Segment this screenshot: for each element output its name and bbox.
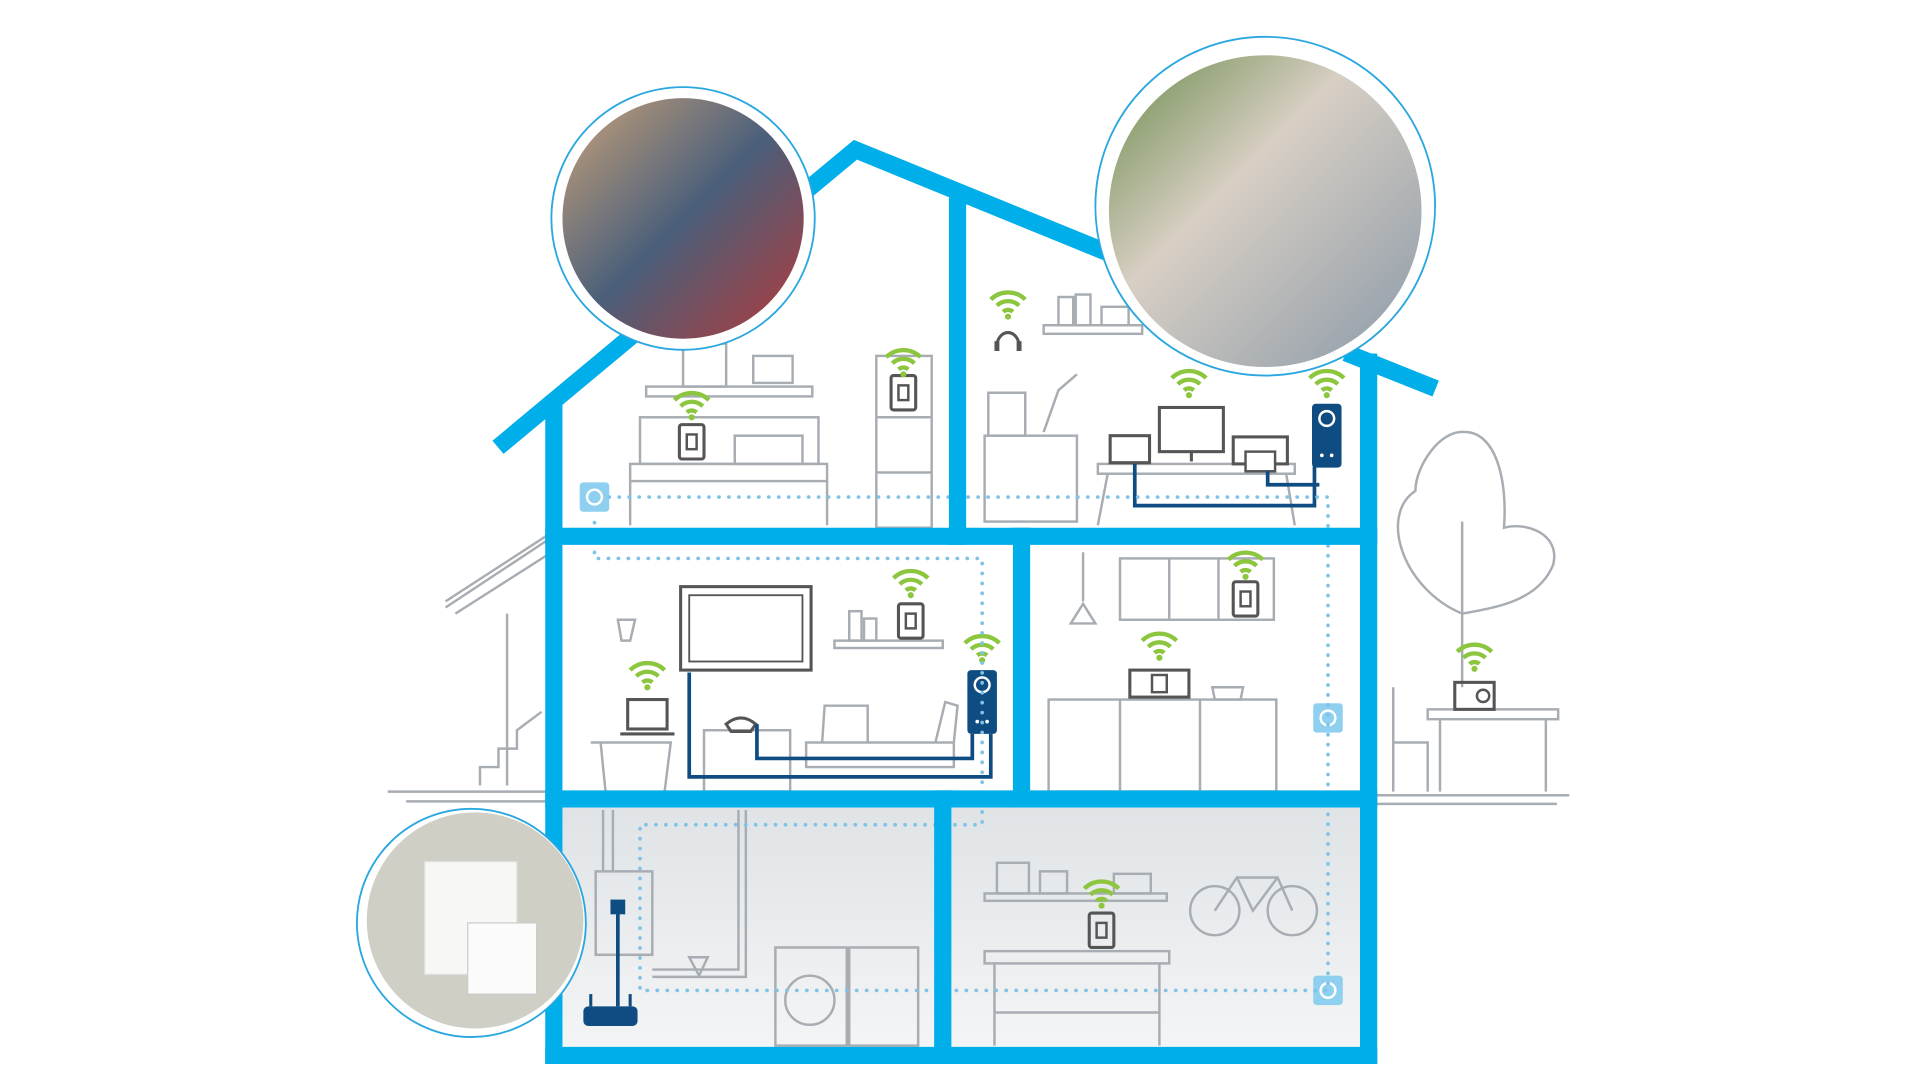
wifi-icon [894, 571, 928, 598]
kitchen [1047, 552, 1278, 793]
wifi-icon [991, 292, 1025, 319]
man-with-laptop-photo [1094, 35, 1436, 377]
powerline-adapter-icon[interactable] [1310, 402, 1343, 469]
garden-table [1392, 687, 1560, 792]
radio-icon [1453, 680, 1496, 711]
laptop-icon [620, 698, 675, 736]
wifi-icon [1172, 371, 1206, 398]
router-icon [583, 994, 638, 1026]
basement-background [553, 798, 1369, 1056]
network-cable [687, 672, 993, 779]
washing-machine-icon [774, 946, 920, 1047]
wall-socket-icon[interactable] [1311, 974, 1345, 1007]
bed [628, 416, 829, 526]
printer-icon [1231, 435, 1289, 473]
repeater-icon [896, 602, 925, 640]
repeater-icon [677, 423, 706, 461]
phone-base [1108, 434, 1152, 465]
tv-stand-and-sofa [590, 609, 959, 793]
wall-shelf [1042, 293, 1144, 336]
wall-socket-icon[interactable] [1311, 701, 1345, 734]
network-cable [1132, 463, 1320, 508]
coffee-machine-icon [1128, 668, 1191, 699]
headphones-icon [994, 331, 1022, 351]
fuse-box-icon [594, 870, 654, 957]
wifi-icon [1228, 553, 1262, 580]
shelf [644, 342, 814, 398]
wifi-icon [630, 663, 664, 690]
wifi-icon [1310, 371, 1344, 398]
ground-line [387, 790, 1570, 806]
tv-icon [679, 585, 813, 672]
porch-roof [444, 534, 549, 786]
repeater-icon [889, 374, 918, 412]
pipes [601, 810, 748, 979]
fuse-box-adapter-photo [356, 807, 587, 1038]
tree-icon [1396, 430, 1556, 688]
repeater-icon [1231, 580, 1260, 618]
wifi-icon [965, 636, 999, 663]
bookcase [875, 354, 933, 529]
wifi-icon [886, 350, 920, 377]
game-controller-icon [724, 716, 758, 733]
cabinet-desk [983, 373, 1296, 526]
wifi-icon [1142, 634, 1176, 661]
monitor-icon [1157, 405, 1225, 462]
friends-gaming-photo [550, 86, 816, 351]
wall-socket-icon[interactable] [578, 481, 611, 514]
bicycle-icon [1188, 876, 1319, 937]
workbench [983, 861, 1171, 1046]
